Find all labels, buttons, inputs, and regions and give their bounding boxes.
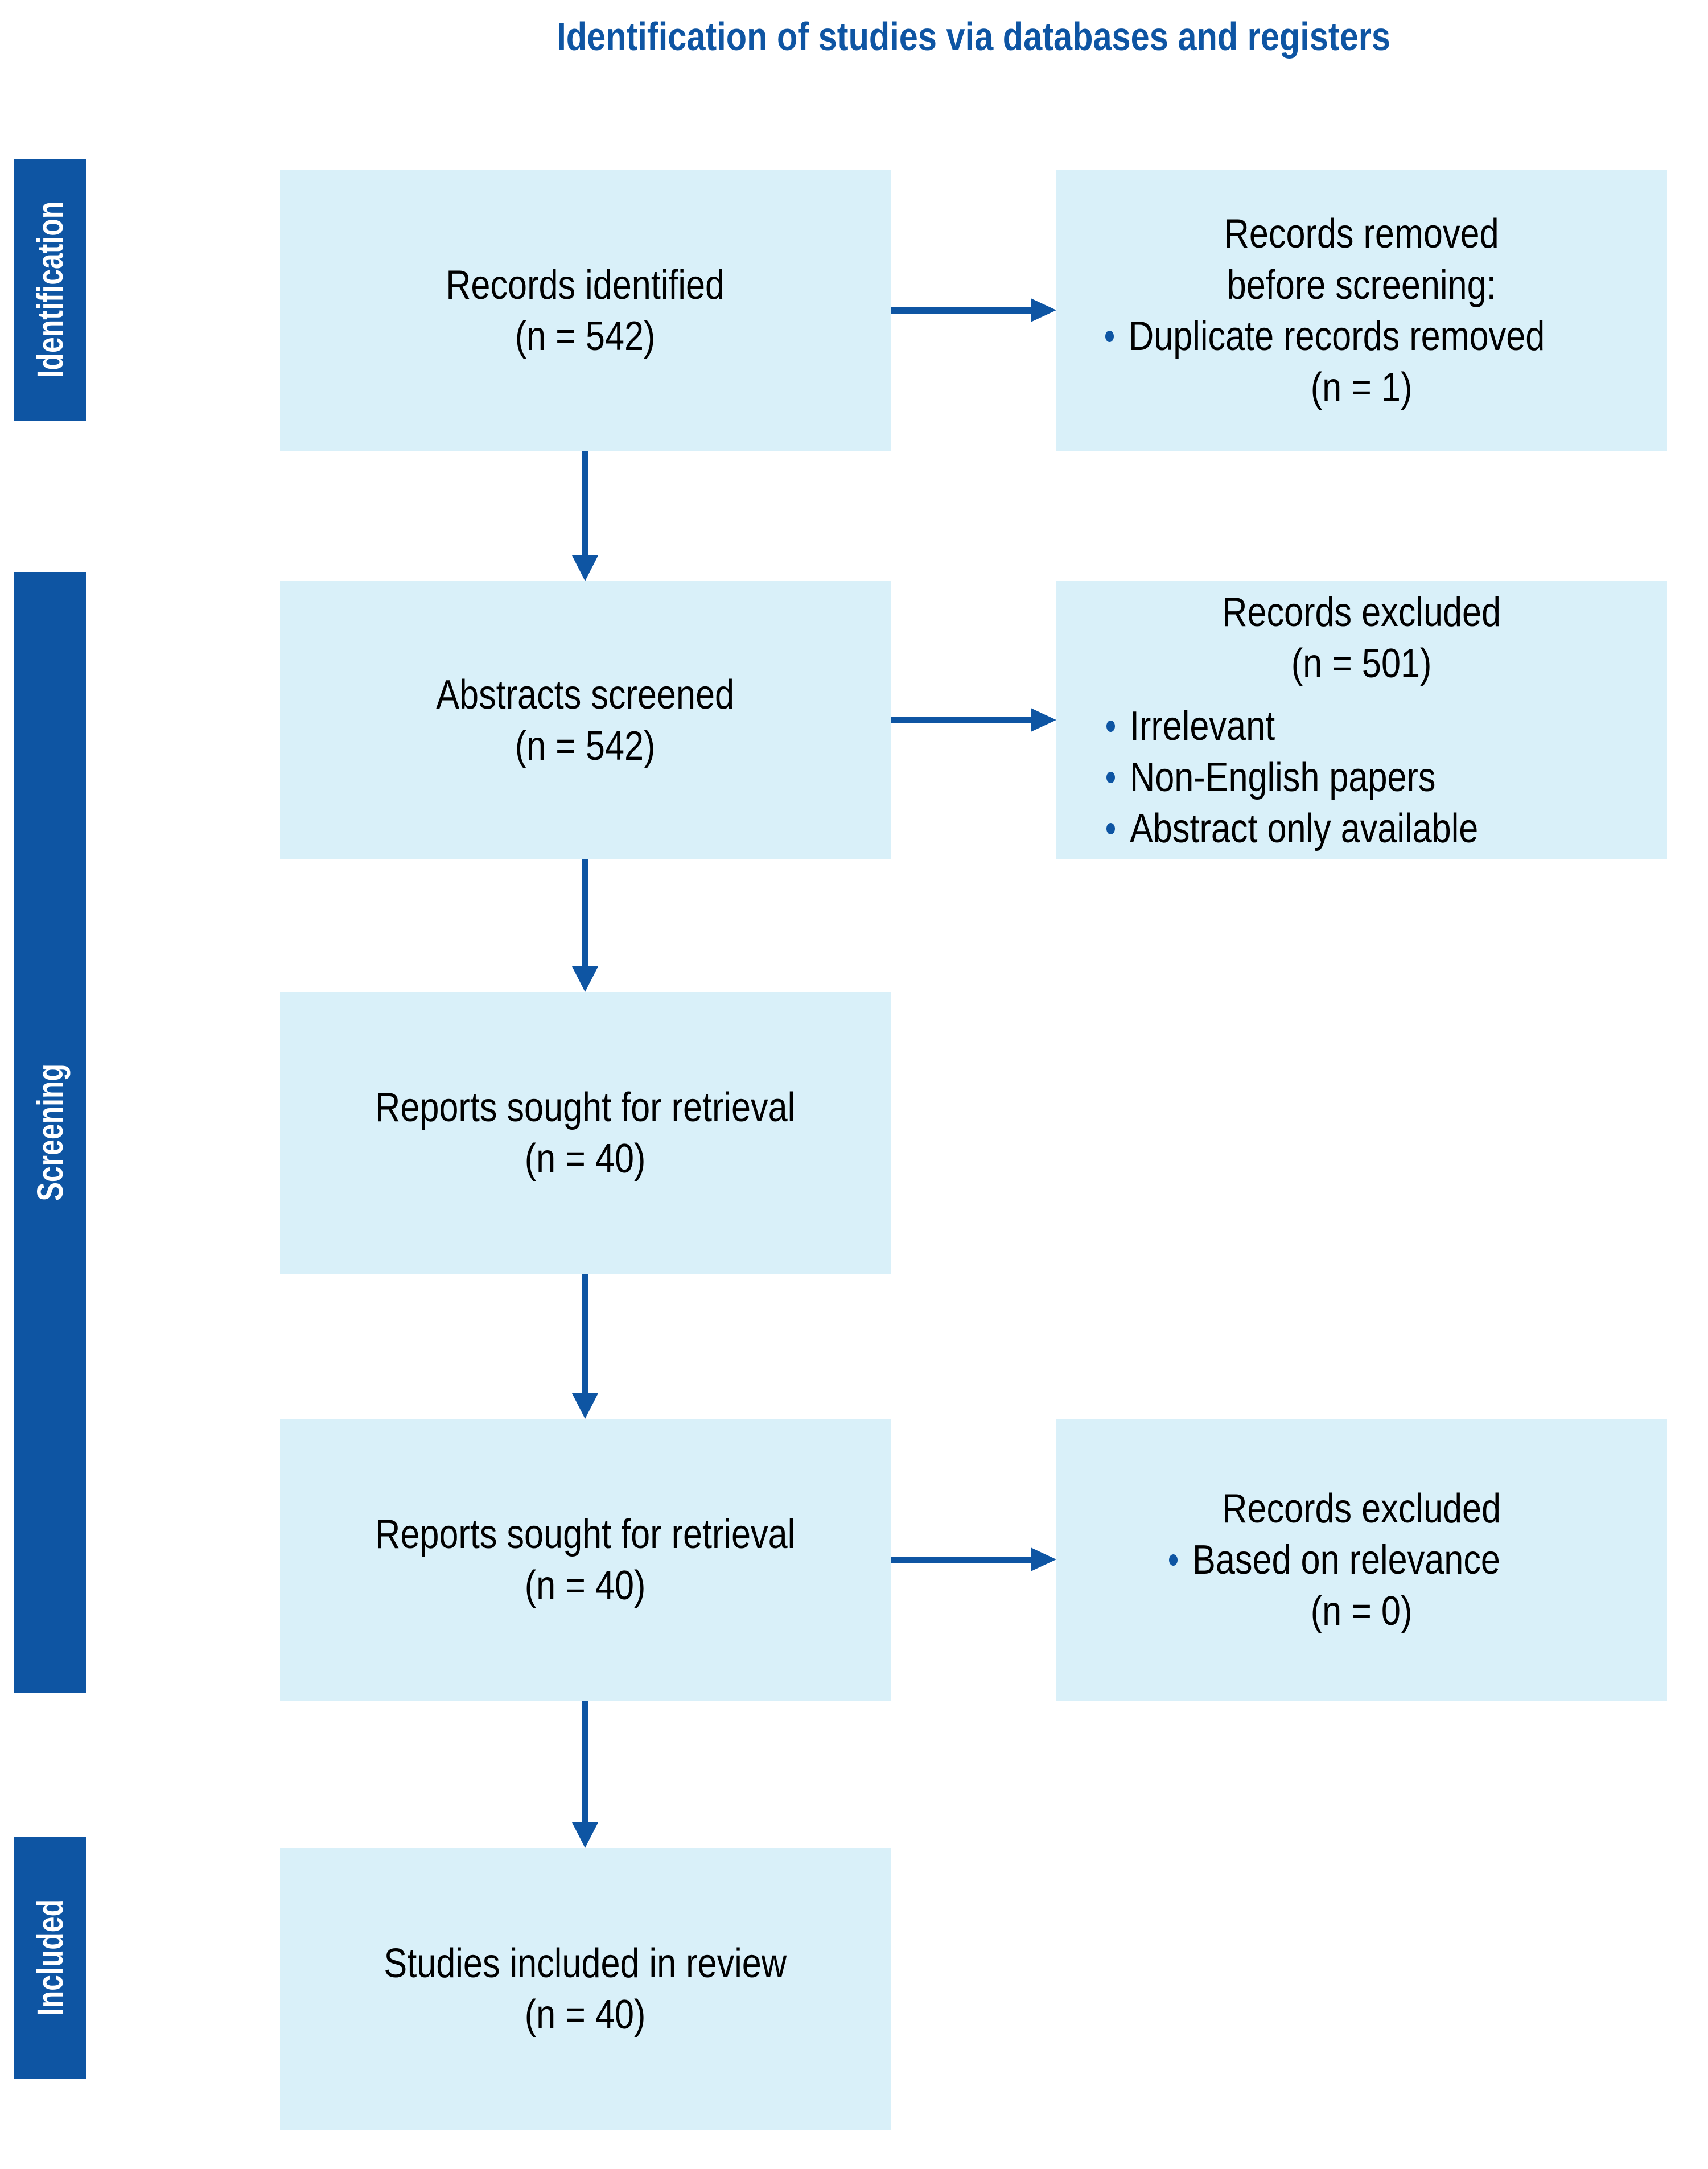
arrow-head [572, 1393, 598, 1419]
arrow-head [572, 1822, 598, 1848]
box-line: Records excluded [1222, 1485, 1501, 1532]
box-reports-sought-1: Reports sought for retrieval (n = 40) [280, 992, 891, 1274]
box-line: Records removed [1224, 211, 1499, 257]
box-line: Abstracts screened [436, 672, 735, 718]
box-count: (n = 501) [1291, 640, 1432, 686]
box-count: (n = 40) [525, 1992, 646, 2038]
box-abstracts-screened: Abstracts screened (n = 542) [280, 581, 891, 859]
stage-label-included: Included [29, 1899, 71, 2016]
diagram-title-text: Identification of studies via databases … [557, 14, 1390, 59]
bullet-dot-icon [1106, 771, 1115, 783]
box-line: Records excluded [1222, 589, 1501, 635]
bullet-dot-icon [1105, 330, 1114, 342]
arrow-shaft [891, 1557, 1032, 1563]
bullet-dot-icon [1106, 822, 1115, 834]
arrow-shaft [891, 717, 1032, 723]
box-line: before screening: [1227, 262, 1496, 308]
bullet-text: Based on relevance [1192, 1537, 1500, 1583]
arrow-shaft [582, 451, 588, 558]
box-studies-included: Studies included in review (n = 40) [280, 1848, 891, 2130]
stage-bar-identification: Identification [14, 159, 86, 421]
box-count: (n = 0) [1311, 1588, 1413, 1634]
exclusion-reason-list: Irrelevant Non-English papers Abstract o… [1056, 701, 1667, 854]
arrow-head [572, 966, 598, 992]
box-count: (n = 542) [515, 313, 656, 359]
box-count: (n = 40) [525, 1562, 646, 1608]
box-line: Studies included in review [384, 1941, 787, 1986]
arrow-shaft [582, 1274, 588, 1396]
bullet-text: Duplicate records removed [1128, 313, 1545, 359]
box-count: (n = 542) [515, 723, 656, 769]
bullet-item: Non-English papers [1106, 752, 1489, 803]
box-line: Records identified [446, 262, 725, 308]
arrow-head [572, 555, 598, 581]
box-records-excluded-relevance: Records excluded Based on relevance (n =… [1056, 1419, 1667, 1701]
box-records-removed-before-screening: Records removed before screening: Duplic… [1056, 170, 1667, 451]
diagram-title: Identification of studies via databases … [280, 9, 1667, 64]
arrow-shaft [582, 1701, 588, 1825]
bullet-item: Based on relevance [1168, 1534, 1554, 1586]
bullet-item: Duplicate records removed [1105, 311, 1618, 362]
arrow-head [1031, 708, 1056, 732]
bullet-text: Abstract only available [1130, 805, 1479, 851]
bullet-item: Abstract only available [1106, 803, 1540, 854]
box-count: (n = 1) [1311, 364, 1413, 410]
arrow-head [1031, 1547, 1056, 1571]
box-line: Reports sought for retrieval [375, 1511, 796, 1557]
box-line: Reports sought for retrieval [375, 1084, 796, 1130]
arrow-head [1031, 298, 1056, 322]
arrow-shaft [891, 307, 1032, 314]
arrow-shaft [582, 859, 588, 969]
stage-bar-screening: Screening [14, 572, 86, 1693]
bullet-dot-icon [1106, 720, 1115, 732]
bullet-item: Irrelevant [1106, 701, 1300, 752]
box-reports-sought-2: Reports sought for retrieval (n = 40) [280, 1419, 891, 1701]
box-records-identified: Records identified (n = 542) [280, 170, 891, 451]
bullet-dot-icon [1168, 1554, 1178, 1566]
bullet-text: Non-English papers [1130, 754, 1436, 800]
stage-label-identification: Identification [29, 201, 71, 378]
stage-label-screening: Screening [29, 1063, 71, 1201]
box-count: (n = 40) [525, 1135, 646, 1182]
box-records-excluded-screening: Records excluded (n = 501) Irrelevant No… [1056, 581, 1667, 859]
bullet-text: Irrelevant [1130, 703, 1275, 749]
stage-bar-included: Included [14, 1837, 86, 2079]
